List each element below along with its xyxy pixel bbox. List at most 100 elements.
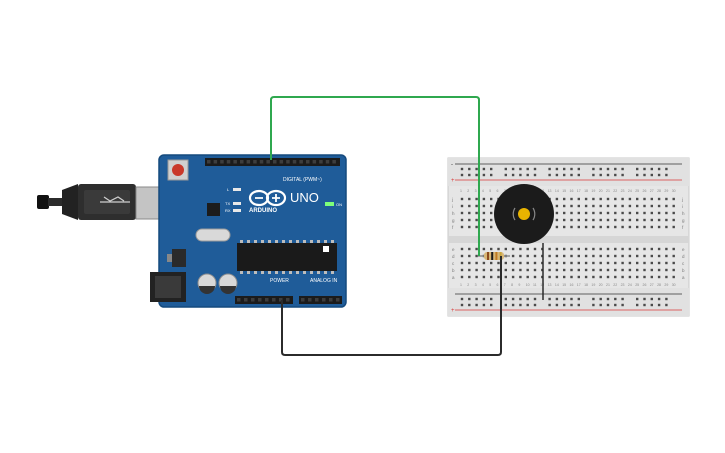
terminal-hole[interactable] xyxy=(570,204,573,208)
rail-hole[interactable] xyxy=(504,297,507,301)
rail-hole[interactable] xyxy=(614,167,617,171)
terminal-hole[interactable] xyxy=(570,197,573,201)
digital-header[interactable] xyxy=(205,158,340,166)
terminal-hole[interactable] xyxy=(490,275,493,279)
rail-hole[interactable] xyxy=(468,303,471,307)
rail-hole[interactable] xyxy=(606,297,610,301)
terminal-hole[interactable] xyxy=(614,204,617,208)
terminal-hole[interactable] xyxy=(621,204,624,208)
header-pin[interactable] xyxy=(233,160,237,164)
signal-wire[interactable] xyxy=(270,96,480,256)
terminal-hole[interactable] xyxy=(657,247,661,251)
terminal-hole[interactable] xyxy=(592,211,595,215)
terminal-hole[interactable] xyxy=(628,254,632,258)
terminal-hole[interactable] xyxy=(504,247,507,251)
rail-hole[interactable] xyxy=(468,297,471,301)
rail-hole[interactable] xyxy=(511,297,515,301)
rail-hole[interactable] xyxy=(511,167,515,171)
power-pin[interactable] xyxy=(272,298,276,302)
terminal-hole[interactable] xyxy=(657,275,661,279)
terminal-hole[interactable] xyxy=(475,225,478,229)
power-header[interactable] xyxy=(235,296,293,304)
rail-hole[interactable] xyxy=(606,303,610,307)
rail-hole[interactable] xyxy=(636,303,639,307)
terminal-hole[interactable] xyxy=(555,225,559,229)
analog-pin[interactable] xyxy=(301,298,305,302)
terminal-hole[interactable] xyxy=(577,204,580,208)
terminal-hole[interactable] xyxy=(606,261,610,265)
terminal-hole[interactable] xyxy=(555,204,559,208)
terminal-hole[interactable] xyxy=(519,254,522,258)
terminal-hole[interactable] xyxy=(570,254,573,258)
rail-hole[interactable] xyxy=(614,303,617,307)
terminal-hole[interactable] xyxy=(636,268,639,272)
terminal-hole[interactable] xyxy=(643,275,646,279)
terminal-hole[interactable] xyxy=(526,275,529,279)
terminal-hole[interactable] xyxy=(672,275,675,279)
rail-hole[interactable] xyxy=(665,297,668,301)
terminal-hole[interactable] xyxy=(592,275,595,279)
terminal-hole[interactable] xyxy=(555,197,559,201)
terminal-hole[interactable] xyxy=(482,261,486,265)
terminal-hole[interactable] xyxy=(636,247,639,251)
rail-hole[interactable] xyxy=(475,303,478,307)
terminal-hole[interactable] xyxy=(460,247,464,251)
rail-hole[interactable] xyxy=(570,303,573,307)
terminal-hole[interactable] xyxy=(460,211,464,215)
rail-hole[interactable] xyxy=(643,173,646,177)
header-pin[interactable] xyxy=(273,160,277,164)
rail-hole[interactable] xyxy=(504,303,507,307)
terminal-hole[interactable] xyxy=(599,254,602,258)
terminal-hole[interactable] xyxy=(482,211,486,215)
terminal-hole[interactable] xyxy=(563,197,566,201)
terminal-hole[interactable] xyxy=(504,275,507,279)
terminal-hole[interactable] xyxy=(468,261,471,265)
terminal-hole[interactable] xyxy=(577,225,580,229)
terminal-hole[interactable] xyxy=(643,218,646,222)
terminal-hole[interactable] xyxy=(519,247,522,251)
rail-hole[interactable] xyxy=(563,167,566,171)
terminal-hole[interactable] xyxy=(475,218,478,222)
terminal-hole[interactable] xyxy=(555,261,559,265)
terminal-hole[interactable] xyxy=(475,261,478,265)
terminal-hole[interactable] xyxy=(621,268,624,272)
terminal-hole[interactable] xyxy=(577,261,580,265)
terminal-hole[interactable] xyxy=(650,275,653,279)
power-pin[interactable] xyxy=(286,298,290,302)
terminal-hole[interactable] xyxy=(584,268,588,272)
rail-hole[interactable] xyxy=(519,303,522,307)
terminal-hole[interactable] xyxy=(643,197,646,201)
terminal-hole[interactable] xyxy=(548,254,551,258)
terminal-hole[interactable] xyxy=(584,225,588,229)
rail-hole[interactable] xyxy=(548,303,551,307)
rail-hole[interactable] xyxy=(650,303,653,307)
terminal-hole[interactable] xyxy=(526,247,529,251)
rail-hole[interactable] xyxy=(555,167,559,171)
rail-hole[interactable] xyxy=(592,167,595,171)
header-pin[interactable] xyxy=(253,160,257,164)
terminal-hole[interactable] xyxy=(650,211,653,215)
rail-hole[interactable] xyxy=(511,303,515,307)
terminal-hole[interactable] xyxy=(599,197,602,201)
rail-hole[interactable] xyxy=(621,173,624,177)
rail-hole[interactable] xyxy=(657,297,661,301)
terminal-hole[interactable] xyxy=(490,218,493,222)
terminal-hole[interactable] xyxy=(672,254,675,258)
terminal-hole[interactable] xyxy=(555,218,559,222)
terminal-hole[interactable] xyxy=(621,211,624,215)
terminal-hole[interactable] xyxy=(606,247,610,251)
terminal-hole[interactable] xyxy=(548,275,551,279)
rail-hole[interactable] xyxy=(636,297,639,301)
header-pin[interactable] xyxy=(299,160,303,164)
resistor[interactable] xyxy=(478,252,510,260)
rail-hole[interactable] xyxy=(577,303,580,307)
terminal-hole[interactable] xyxy=(614,254,617,258)
terminal-hole[interactable] xyxy=(563,261,566,265)
power-pin[interactable] xyxy=(265,298,269,302)
terminal-hole[interactable] xyxy=(482,247,486,251)
terminal-hole[interactable] xyxy=(460,218,464,222)
terminal-hole[interactable] xyxy=(657,225,661,229)
rail-hole[interactable] xyxy=(526,167,529,171)
terminal-hole[interactable] xyxy=(614,197,617,201)
rail-hole[interactable] xyxy=(606,167,610,171)
